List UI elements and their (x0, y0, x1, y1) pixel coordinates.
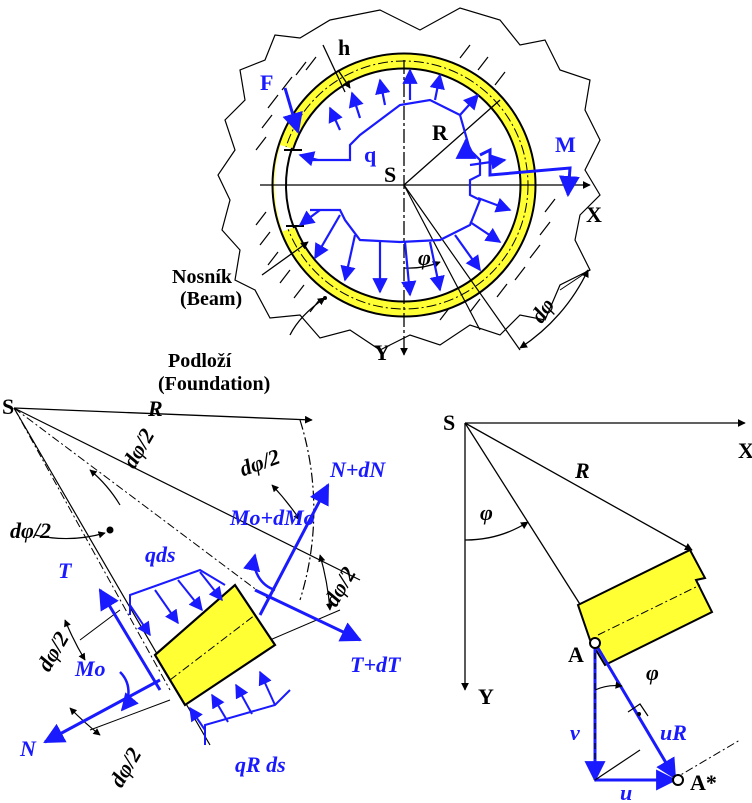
foundation-hatching (255, 44, 556, 321)
label-Y3: Y (478, 684, 494, 709)
foundation-outline (217, 7, 601, 351)
label-dphi2-b: dφ/2 (236, 444, 283, 482)
label-A: A (568, 642, 584, 667)
label-Y: Y (374, 340, 390, 365)
label-T-dT: T+dT (350, 652, 402, 677)
moment-M-arrow (479, 147, 580, 198)
label-dphi2-c: dφ/2 (10, 518, 51, 543)
label-T: T (58, 558, 73, 583)
label-Astar: A* (690, 770, 717, 795)
radius-R (403, 99, 501, 186)
label-S2: S (2, 394, 14, 419)
label-qds: qds (145, 542, 176, 567)
label-R2: R (147, 396, 163, 421)
label-R3: R (574, 458, 590, 483)
label-S3: S (443, 410, 455, 435)
label-qR-ds: qR ds (235, 752, 286, 777)
label-phi: φ (418, 245, 431, 270)
load-q-contour (310, 98, 482, 244)
uR-arrow (593, 642, 677, 780)
label-beam-cz: Nosník (172, 266, 233, 288)
label-beam-en: (Beam) (180, 288, 242, 310)
label-dphi2-e: dφ/2 (32, 627, 74, 675)
label-v: v (570, 720, 580, 745)
label-h: h (338, 35, 350, 60)
label-phi4: φ (646, 660, 659, 685)
label-Mo: Mo (74, 656, 106, 681)
label-u: u (620, 780, 632, 803)
label-N: N (19, 736, 37, 761)
phi-arc (403, 261, 441, 269)
label-Mo-dMo: Mo+dMo (229, 505, 315, 530)
label-foundation-cz: Podloží (168, 350, 232, 372)
label-foundation-en: (Foundation) (158, 373, 270, 395)
force-F-arrow (282, 87, 303, 135)
label-M: M (555, 132, 576, 157)
label-dphi2-a: dφ/2 (117, 424, 159, 472)
label-dphi2-f: dφ/2 (104, 743, 146, 791)
point-Astar (672, 774, 684, 786)
top-figure: h F q R S M X Y φ dφ Nosník (Beam) Podlo… (158, 7, 602, 395)
label-S: S (384, 162, 396, 187)
beam-element (153, 583, 277, 707)
disp-figure: S X R φ Y A φ v uR u A* (443, 410, 752, 803)
label-uR: uR (660, 720, 687, 745)
label-R: R (432, 120, 449, 145)
label-X: X (586, 202, 602, 227)
point-A (589, 637, 601, 649)
dphi-arc (519, 269, 589, 349)
label-X3: X (738, 438, 752, 463)
label-phi3: φ (480, 500, 493, 525)
label-N-dN: N+dN (329, 457, 386, 482)
label-F: F (260, 70, 273, 95)
label-dphi2-d: dφ/2 (319, 562, 361, 610)
element-figure: S R dφ/2 dφ/2 dφ/2 dφ/2 dφ/2 dφ/2 N+dN M… (2, 394, 402, 791)
load-q-arrows (298, 68, 512, 297)
label-q: q (364, 142, 377, 167)
